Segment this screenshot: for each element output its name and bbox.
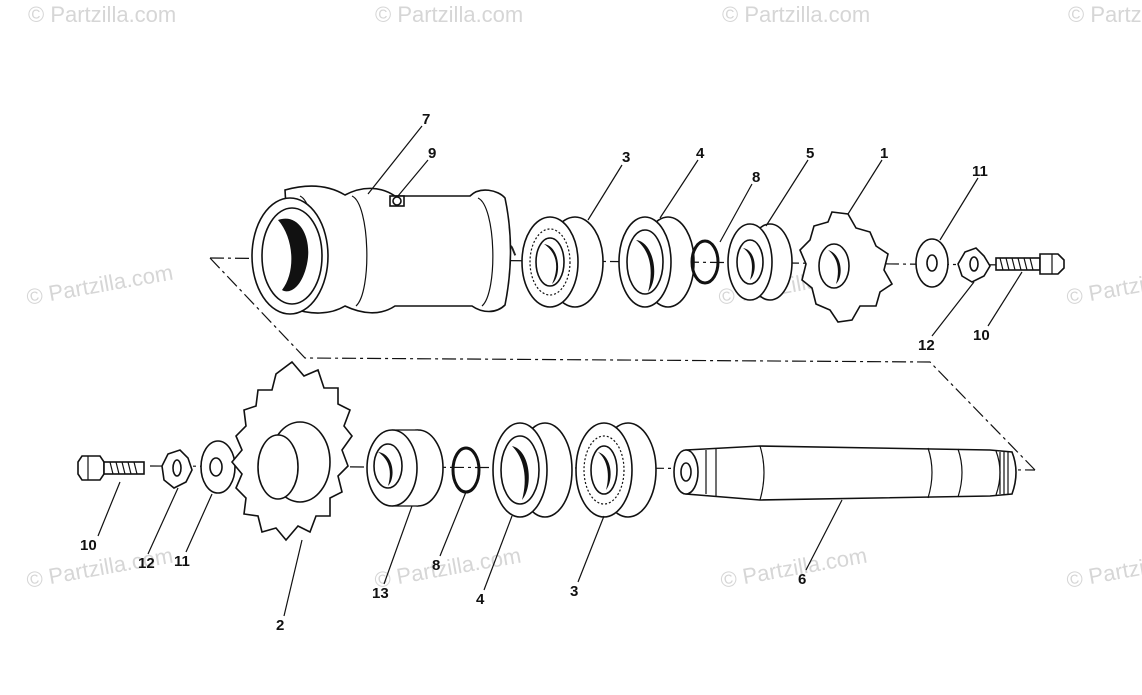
watermark: © Partzilla.com <box>1065 543 1142 593</box>
connecting-axis <box>209 257 1036 471</box>
callout-8: 8 <box>432 557 440 574</box>
small-sprocket-part-1 <box>799 211 894 323</box>
watermark: © Partzilla.com <box>722 2 870 27</box>
large-sprocket-part-2 <box>230 360 354 542</box>
callout-4: 4 <box>476 591 485 608</box>
watermark: © Partzilla.com <box>373 543 523 593</box>
callout-6: 6 <box>798 571 806 588</box>
callout-7: 7 <box>422 111 430 128</box>
lock-washer-part-12-lower <box>161 449 193 489</box>
spacer-part-13 <box>366 429 444 507</box>
watermark: © Partzilla.com <box>719 543 869 593</box>
race-part-4-upper <box>618 216 695 308</box>
housing-part-7 <box>251 185 512 315</box>
lock-washer-part-12-upper <box>957 247 991 283</box>
callout-10: 10 <box>80 537 97 554</box>
callout-9: 9 <box>428 145 436 162</box>
watermark: © Partzilla.com <box>1068 2 1142 27</box>
watermark: © Partzilla.com <box>375 2 523 27</box>
bearing-part-3-lower <box>575 422 657 518</box>
race-part-4-lower <box>492 422 573 518</box>
watermark: © Partzilla.com <box>1065 260 1142 310</box>
callout-8: 8 <box>752 169 760 186</box>
spacer-part-5 <box>727 223 793 301</box>
oring-part-8-lower <box>451 446 481 494</box>
watermark: © Partzilla.com <box>28 2 176 27</box>
callout-1: 1 <box>880 145 888 162</box>
callout-12: 12 <box>138 555 155 572</box>
bolt-part-10-lower <box>77 455 145 481</box>
callout-3: 3 <box>622 149 630 166</box>
leader-lines <box>97 125 1023 617</box>
callout-12: 12 <box>918 337 935 354</box>
bearing-part-3-upper <box>521 216 604 308</box>
watermark: © Partzilla.com <box>25 260 175 310</box>
oring-part-8-upper <box>690 239 720 285</box>
callout-3: 3 <box>570 583 578 600</box>
callout-4: 4 <box>696 145 705 162</box>
callout-11: 11 <box>972 163 988 180</box>
shaft-part-6 <box>673 445 1017 501</box>
washer-part-11-upper <box>915 238 949 288</box>
washer-part-11-lower <box>200 440 236 494</box>
bolt-part-10-upper <box>995 253 1065 275</box>
callout-10: 10 <box>973 327 990 344</box>
callout-11: 11 <box>174 553 190 570</box>
callouts: 7 9 3 4 8 5 1 11 12 10 10 12 11 2 13 8 4… <box>80 111 990 634</box>
callout-2: 2 <box>276 617 284 634</box>
callout-5: 5 <box>806 145 814 162</box>
callout-13: 13 <box>372 585 389 602</box>
